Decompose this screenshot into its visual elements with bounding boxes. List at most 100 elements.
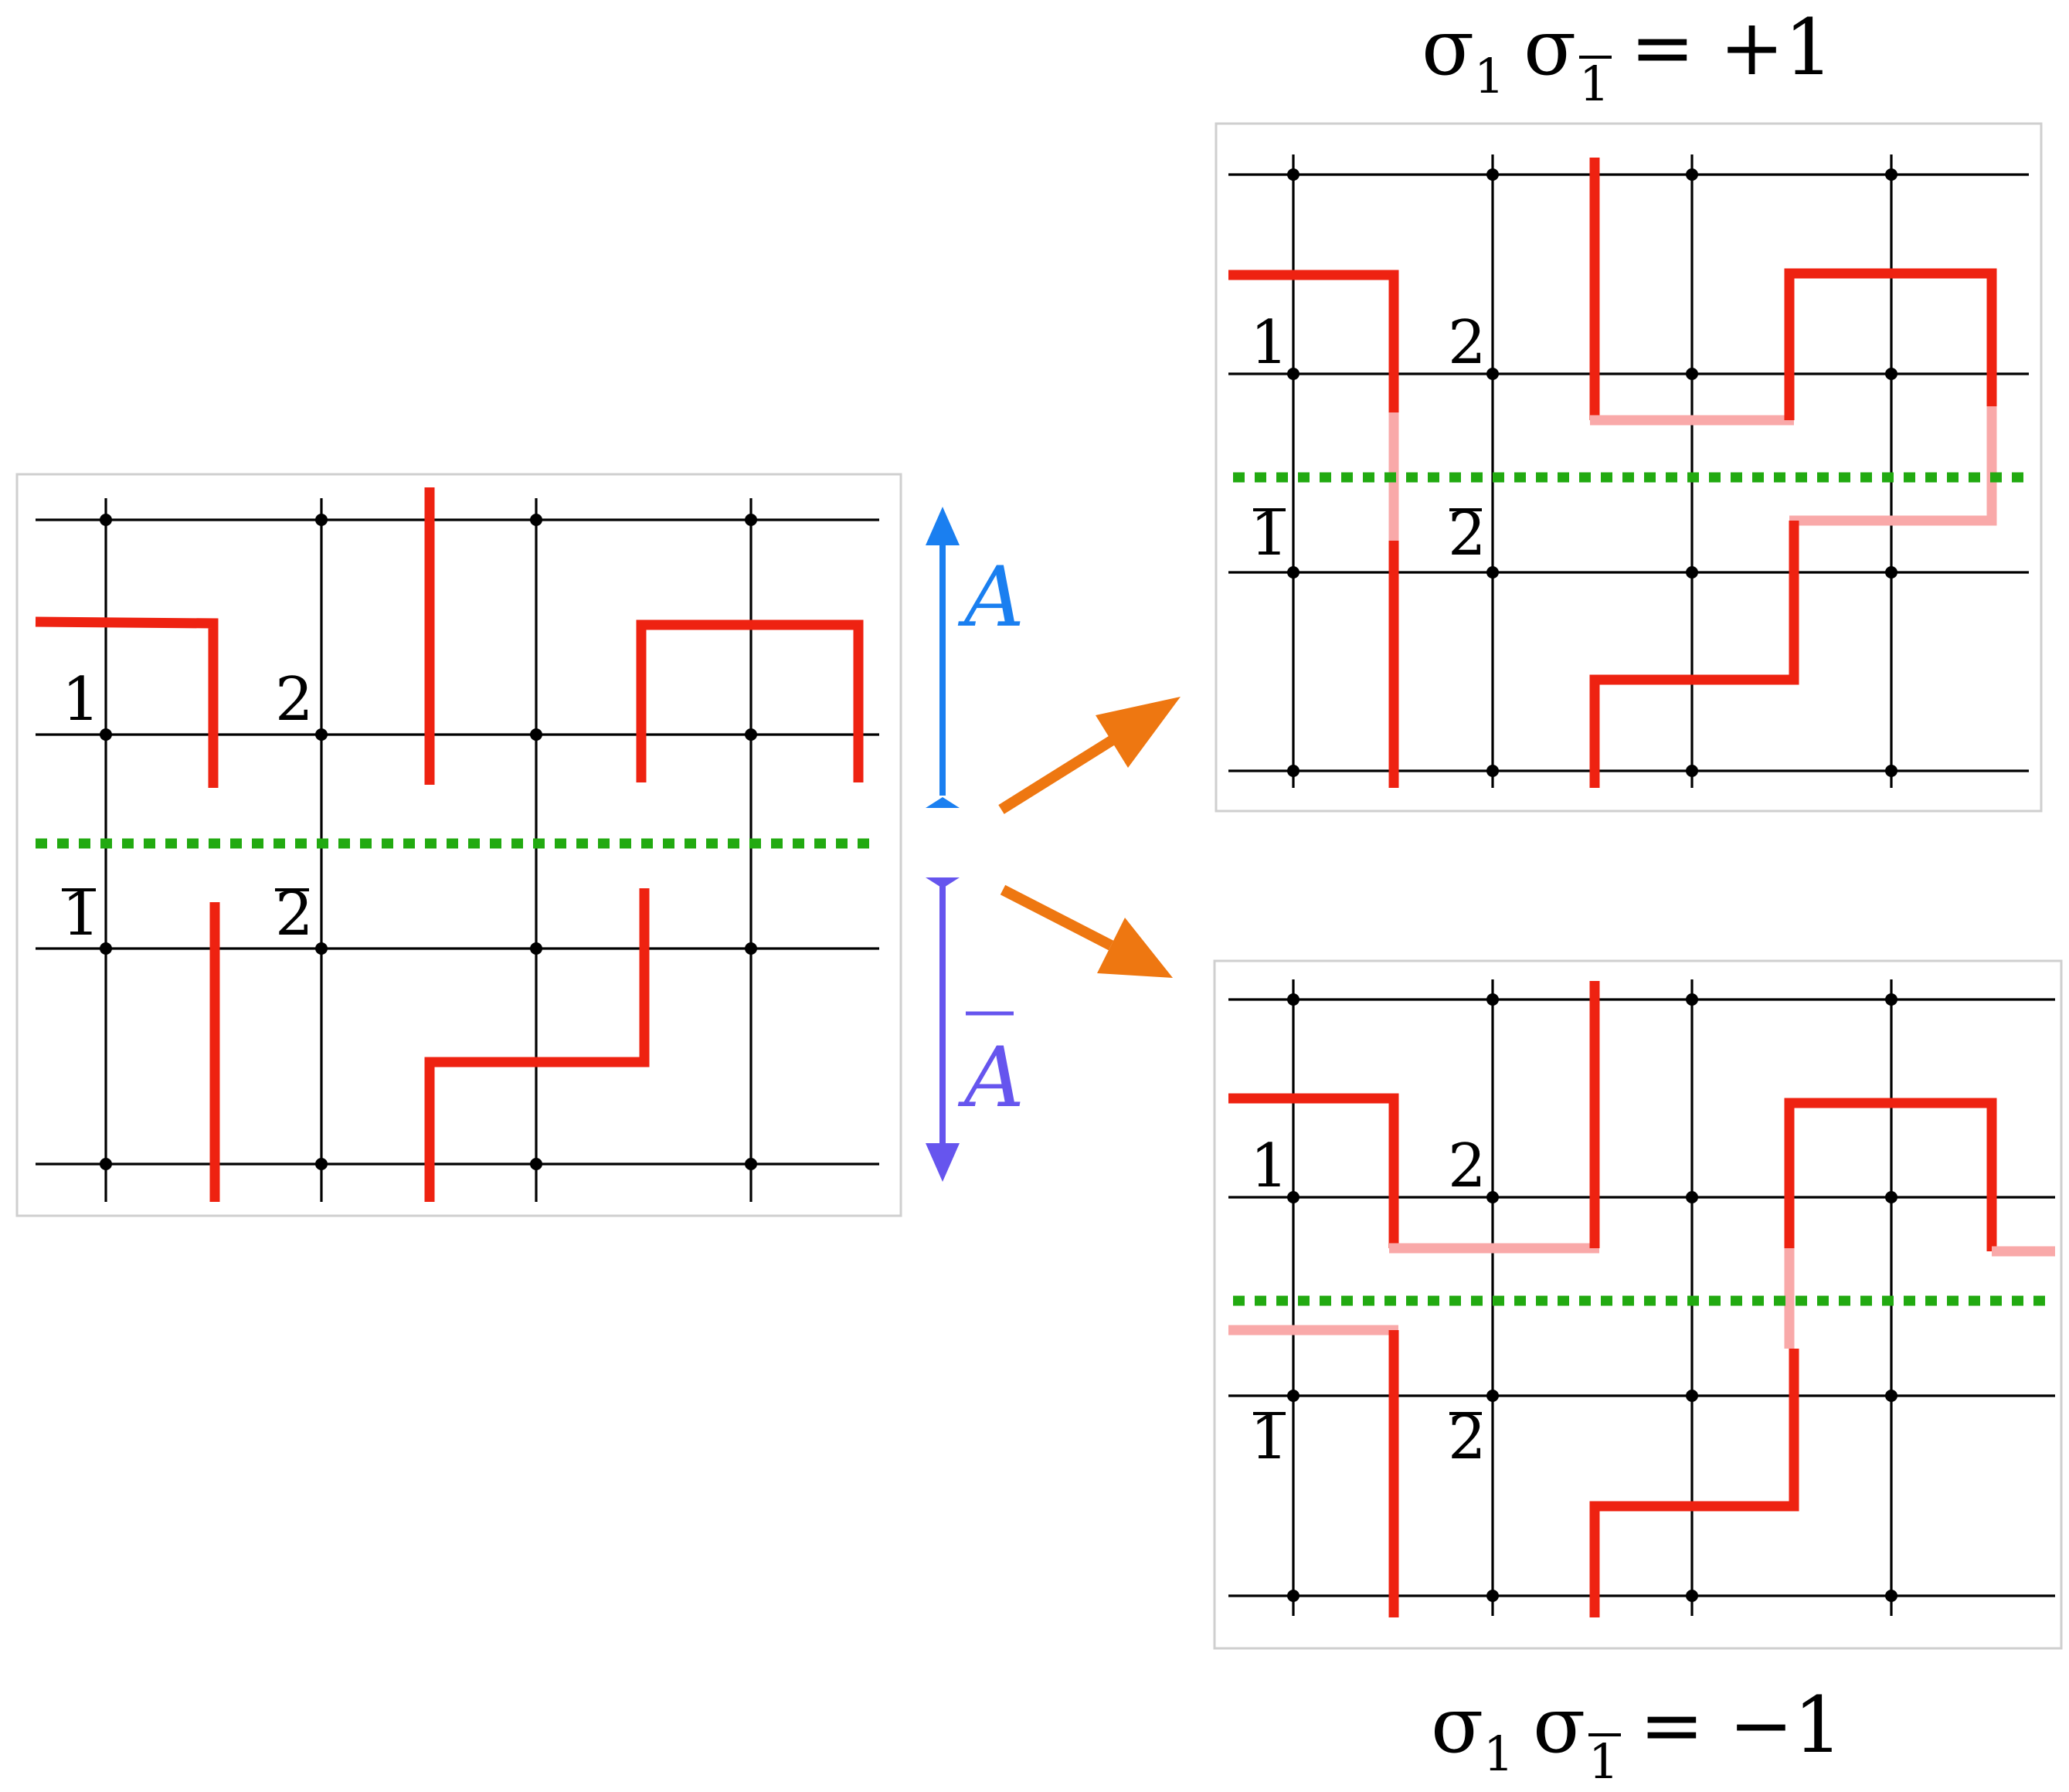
grid-node	[530, 728, 542, 741]
equation-top: σ 1 σ 1 = +1	[1422, 2, 1833, 112]
site-label-1-bar: 1	[1250, 500, 1289, 569]
region-A-arrowhead-down	[926, 797, 960, 808]
grid-node	[1885, 368, 1897, 380]
grid-node	[1885, 1590, 1897, 1602]
grid-node	[1885, 566, 1897, 579]
left-grid-nodes	[100, 514, 757, 1170]
bottom-right-panel-frame	[1213, 959, 2063, 1650]
grid-node	[100, 1158, 112, 1170]
region-A-arrowhead-up	[926, 507, 960, 545]
site-label-1: 1	[1250, 308, 1289, 378]
grid-node	[745, 728, 757, 741]
grid-node	[1287, 168, 1299, 181]
grid-node	[1486, 1390, 1499, 1402]
bottom-right-panel: 1 2 1 2	[1213, 959, 2063, 1650]
grid-node	[1287, 566, 1299, 579]
equation-bottom-sigma1: σ	[1431, 1680, 1483, 1770]
grid-node	[530, 942, 542, 955]
loop-segment	[1784, 1098, 1997, 1251]
site-label-2-bar: 2	[1448, 500, 1486, 569]
grid-node	[1885, 1390, 1897, 1402]
equation-bottom-rhs: = −1	[1639, 1680, 1843, 1770]
grid-node	[530, 514, 542, 526]
site-label-2-bar: 2	[275, 880, 314, 949]
grid-node	[1287, 1191, 1299, 1203]
site-label-2: 2	[275, 665, 314, 735]
equation-bottom: σ 1 σ 1 = −1	[1431, 1680, 1843, 1790]
loop-segment	[1784, 268, 1997, 420]
loop-segment	[1589, 521, 1799, 788]
top-right-grid-nodes	[1287, 168, 1897, 777]
grid-node	[1686, 765, 1698, 777]
flow-arrow-up	[998, 697, 1181, 814]
flow-arrow-up-head	[1096, 697, 1181, 768]
grid-node	[1686, 1191, 1698, 1203]
left-panel: 1 2 1 2	[15, 473, 902, 1217]
equation-top-rhs: = +1	[1630, 2, 1833, 93]
loop-segment	[424, 888, 650, 1202]
region-A-bar-arrow: A	[926, 877, 1024, 1182]
flow-arrow-down-shaft	[1000, 884, 1114, 951]
equation-bottom-sigma2: σ	[1533, 1680, 1585, 1770]
loop-segment	[636, 619, 864, 782]
grid-node	[315, 514, 328, 526]
grid-node	[745, 514, 757, 526]
grid-node	[1686, 1390, 1698, 1402]
grid-node	[1486, 765, 1499, 777]
grid-node	[1287, 368, 1299, 380]
grid-node	[745, 942, 757, 955]
grid-node	[1885, 168, 1897, 181]
grid-node	[1686, 368, 1698, 380]
grid-node	[100, 514, 112, 526]
equation-top-sub1bar: 1	[1579, 56, 1609, 112]
grid-node	[1686, 1590, 1698, 1602]
grid-node	[745, 1158, 757, 1170]
region-A-label: A	[957, 549, 1024, 646]
grid-node	[1486, 993, 1499, 1006]
bottom-right-paths	[1228, 981, 2055, 1617]
grid-node	[1686, 168, 1698, 181]
flow-arrow-down-head	[1097, 918, 1173, 978]
region-A-bar-arrowhead-down	[926, 1143, 960, 1182]
region-A-arrow: A	[926, 507, 1024, 808]
equation-top-sub1: 1	[1474, 48, 1504, 104]
top-right-panel-frame	[1215, 122, 2043, 813]
site-label-1: 1	[62, 665, 100, 735]
grid-node	[1287, 765, 1299, 777]
top-right-paths	[1228, 158, 1997, 788]
grid-node	[315, 1158, 328, 1170]
top-right-site-labels: 1 2 1 2	[1250, 308, 1486, 569]
site-label-2: 2	[1448, 308, 1486, 378]
left-paths	[35, 487, 864, 1202]
top-right-panel: 1 2 1 2	[1215, 122, 2043, 813]
grid-node	[1287, 1390, 1299, 1402]
flow-arrow-up-shaft	[998, 735, 1116, 814]
site-label-1: 1	[1250, 1132, 1289, 1201]
region-A-bar-label: A	[957, 1030, 1024, 1126]
site-label-2: 2	[1448, 1132, 1486, 1201]
equation-bottom-sub1bar: 1	[1588, 1733, 1619, 1790]
equation-top-sigma2: σ	[1524, 2, 1576, 93]
equation-top-sigma1: σ	[1422, 2, 1474, 93]
grid-node	[315, 728, 328, 741]
grid-node	[1885, 765, 1897, 777]
site-label-2-bar: 2	[1448, 1403, 1486, 1473]
grid-node	[1287, 1590, 1299, 1602]
grid-node	[100, 728, 112, 741]
grid-node	[1686, 566, 1698, 579]
grid-node	[1885, 1191, 1897, 1203]
left-site-labels: 1 2 1 2	[62, 665, 314, 949]
site-label-1-bar: 1	[1250, 1403, 1289, 1473]
flow-arrow-down	[1000, 884, 1173, 978]
equation-bottom-sub1: 1	[1483, 1726, 1514, 1782]
grid-node	[1486, 168, 1499, 181]
left-grid	[36, 498, 879, 1202]
glued-segment	[1789, 406, 1997, 526]
site-label-1-bar: 1	[62, 880, 100, 949]
bottom-right-grid-nodes	[1287, 993, 1897, 1602]
grid-node	[1486, 1590, 1499, 1602]
grid-node	[1486, 1191, 1499, 1203]
grid-node	[530, 1158, 542, 1170]
grid-node	[1686, 993, 1698, 1006]
